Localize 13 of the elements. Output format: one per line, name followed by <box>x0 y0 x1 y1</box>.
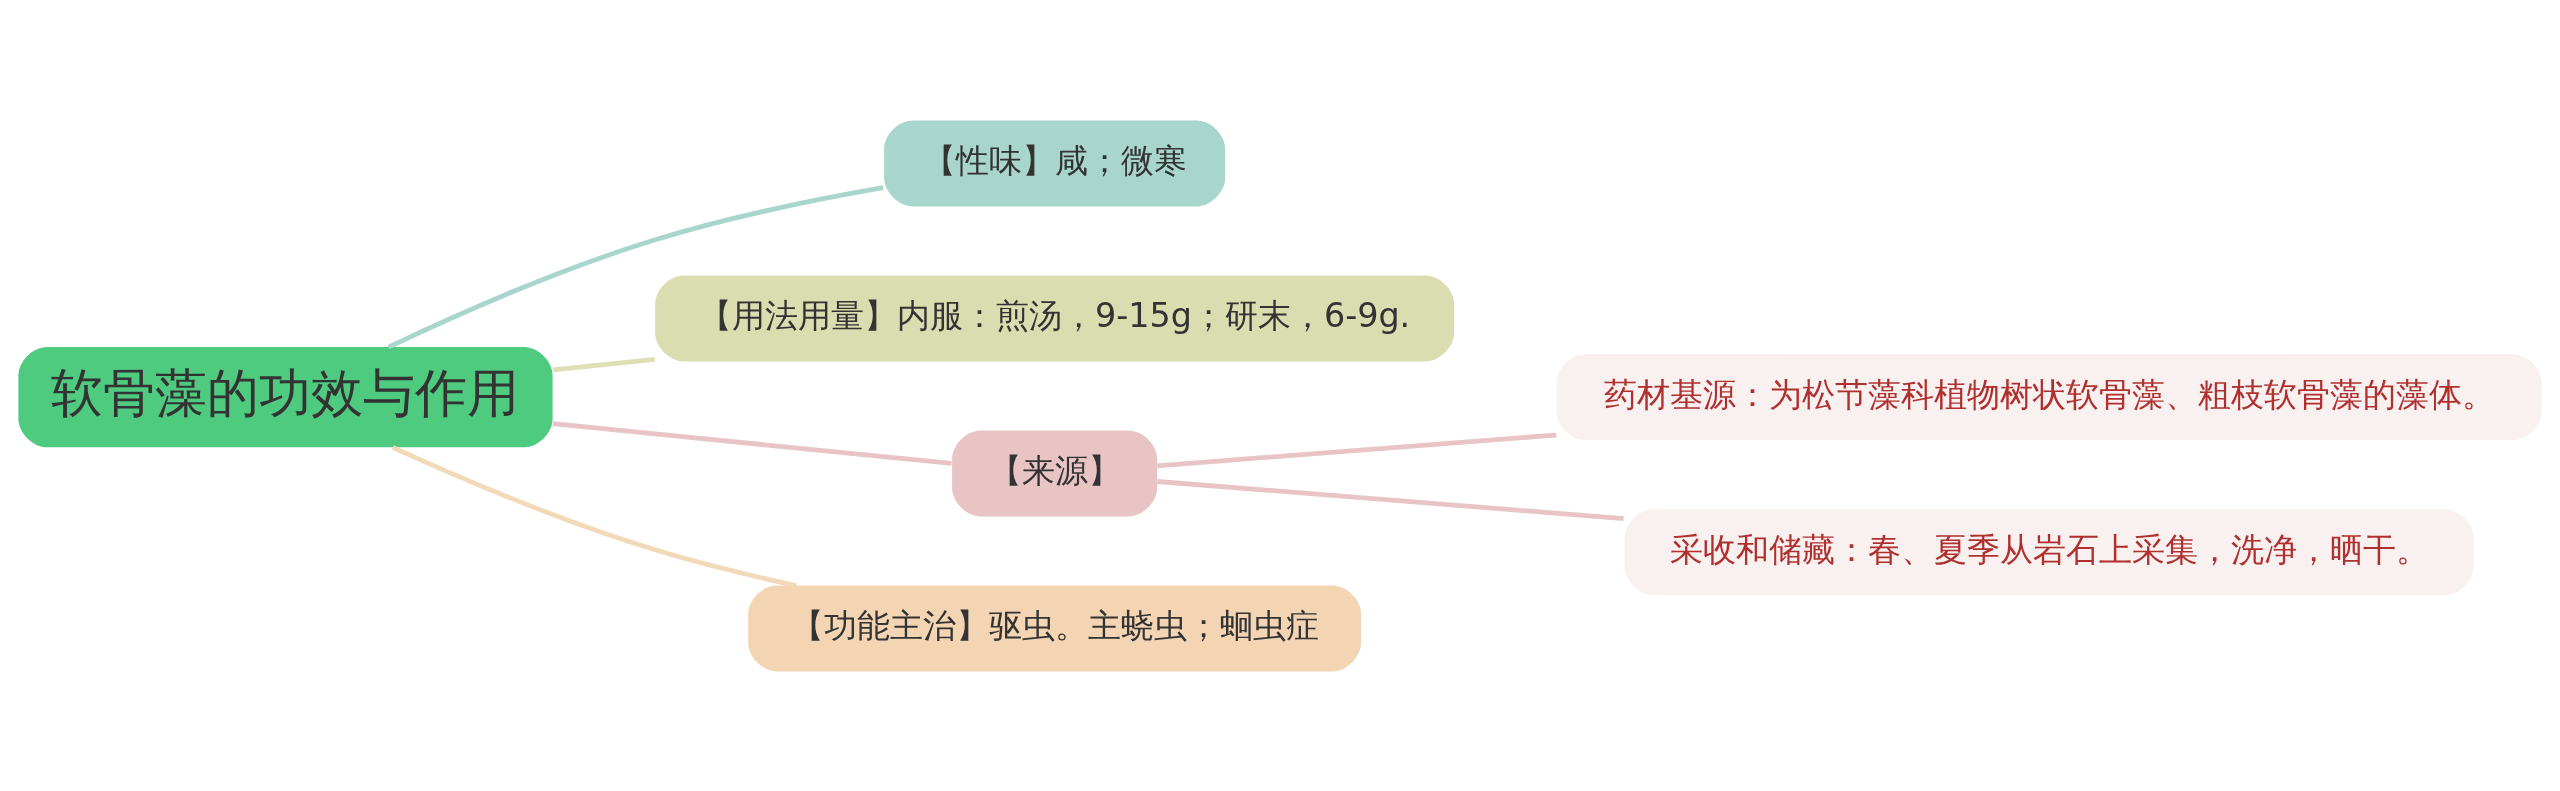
connector <box>1157 478 1624 521</box>
node-box: 【用法用量】内服：煎汤，9-15g；研末，6-9g. <box>655 275 1455 361</box>
connector <box>552 420 952 466</box>
node-box: 【性味】咸；微寒 <box>884 120 1226 206</box>
node-box: 采收和储藏：春、夏季从岩石上采集，洗净，晒干。 <box>1624 508 2474 595</box>
node-box: 【来源】 <box>952 430 1158 516</box>
node-box: 软骨藻的功效与作用 <box>18 346 553 447</box>
connector <box>391 444 797 588</box>
connector <box>387 184 884 349</box>
node-box: 【功能主治】驱虫。主蛲虫；蛔虫症 <box>748 585 1362 671</box>
node-box: 药材基源：为松节藻科植物树状软骨藻、粗枝软骨藻的藻体。 <box>1556 353 2542 440</box>
connector <box>1157 432 1557 468</box>
connector <box>552 356 655 372</box>
